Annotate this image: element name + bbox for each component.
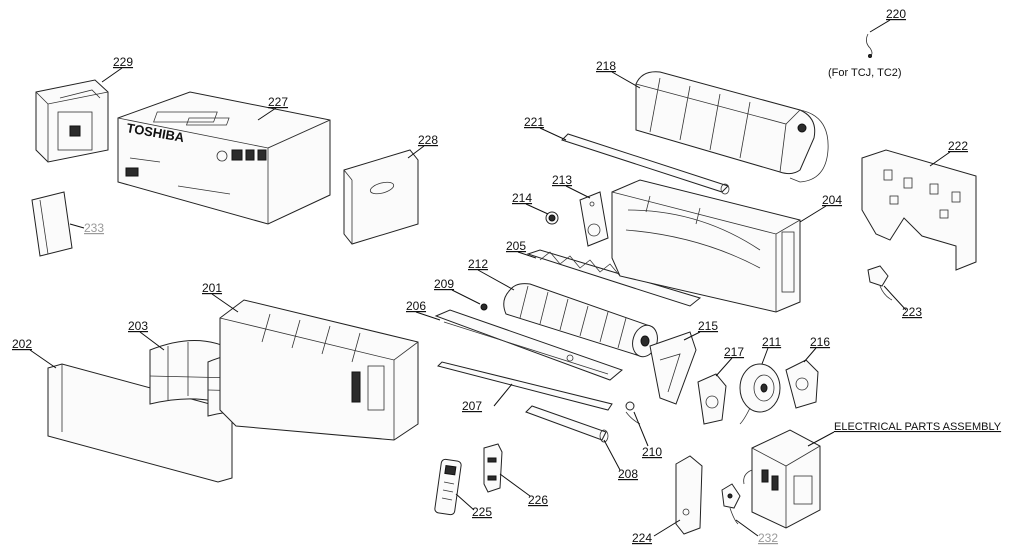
part-208-drain-hose [525, 405, 609, 443]
label-213: 213 [552, 173, 572, 187]
label-211: 211 [762, 335, 781, 349]
label-223: 223 [902, 305, 922, 319]
part-211-fan-motor [739, 363, 781, 425]
part-209-screw [480, 303, 488, 311]
label-224: 224 [632, 531, 652, 545]
part-207-horizontal-louver [437, 361, 613, 411]
electrical-parts-assembly-label: ELECTRICAL PARTS ASSEMBLY [834, 421, 1002, 433]
part-213-bearing-base [579, 191, 609, 247]
label-226: 226 [528, 493, 548, 507]
part-204-rear-body [611, 179, 801, 313]
label-222: 222 [948, 139, 968, 153]
part-220-wire [866, 33, 873, 58]
label-218: 218 [596, 59, 616, 73]
label-217: 217 [724, 345, 744, 359]
label-225: 225 [472, 505, 492, 519]
label-228: 228 [418, 133, 438, 147]
label-220: 220 [886, 7, 906, 21]
label-205: 205 [506, 239, 526, 253]
part-214-bearing [545, 211, 559, 225]
part-225-remote-control [434, 458, 462, 516]
label-221: 221 [524, 115, 544, 129]
part-202-front-panel [47, 363, 233, 483]
part-206-drain-pan [434, 309, 623, 381]
label-209: 209 [434, 277, 454, 291]
part-221-pipe [561, 133, 730, 195]
part-electrical-parts-assembly [743, 429, 821, 529]
part-233-owners-manual [31, 191, 73, 257]
part-228-side-cushion [343, 149, 419, 245]
label-206: 206 [406, 299, 426, 313]
part-201-front-cabinet [219, 299, 419, 441]
label-203: 203 [128, 319, 148, 333]
label-229: 229 [113, 55, 133, 69]
part-229-corner-packing [35, 79, 109, 163]
label-208: 208 [618, 467, 638, 481]
part-227-carton-box [117, 91, 331, 225]
label-202: 202 [12, 337, 32, 351]
label-216: 216 [810, 335, 830, 349]
part-232-sensor [721, 483, 741, 525]
part-224-terminal-cover [675, 455, 703, 535]
part-215-motor-cover [649, 331, 697, 405]
label-212: 212 [468, 257, 488, 271]
label-201: 201 [202, 281, 222, 295]
part-217-motor-band [697, 373, 727, 425]
label-232: 232 [758, 531, 778, 545]
label-214: 214 [512, 191, 532, 205]
label-233: 233 [84, 221, 104, 235]
note-for-models: (For TCJ, TC2) [828, 67, 902, 79]
label-227: 227 [268, 95, 288, 109]
part-216-motor-holder [785, 359, 819, 409]
label-207: 207 [462, 399, 482, 413]
label-204: 204 [822, 193, 842, 207]
label-215: 215 [698, 319, 718, 333]
part-218-heat-exchanger [635, 71, 829, 183]
label-210: 210 [642, 445, 662, 459]
part-222-installation-plate [861, 149, 977, 271]
part-223-clip [867, 265, 893, 301]
part-226-remote-holder [483, 443, 503, 493]
